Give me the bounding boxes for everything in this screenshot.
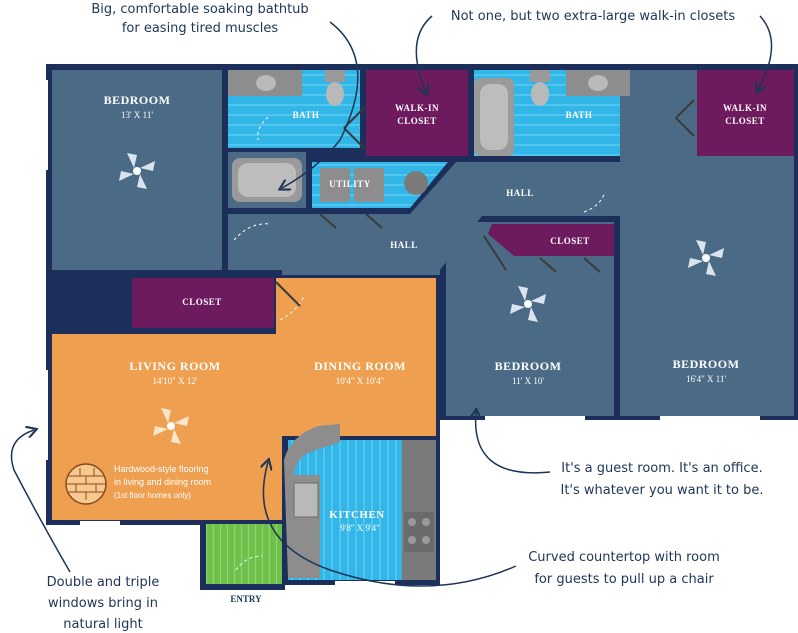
toilet-left-icon [325,70,345,106]
flooring-note-line-1: Hardwood-style flooring [114,464,209,474]
callout-bathtub-line-2: for easing tired muscles [122,21,279,36]
callout-windows-line-3: natural light [63,617,142,632]
hall-area [228,162,636,275]
door-leafs [275,99,695,307]
walkin-closet-right-label-2: CLOSET [725,116,765,126]
door-swings [233,116,605,571]
closet-left-label: CLOSET [182,297,222,307]
callout-closets-line-1: Not one, but two extra-large walk-in clo… [451,9,736,24]
bath-left-label: BATH [293,110,320,120]
flooring-note-line-2: in living and dining room [114,477,211,487]
hardwood-floor-icon [65,463,107,505]
callout-windows-line-2: windows bring in [48,596,158,611]
bathtub-right-icon [474,78,514,156]
washer-dryer-icon [320,168,428,202]
callout-countertop-line-1: Curved countertop with room [528,550,720,565]
stove-icon [404,512,434,552]
callout-guest-line-2: It's whatever you want it to be. [560,483,763,498]
ceiling-fan-icon [510,286,546,322]
kitchen-counter-right [402,440,436,580]
living-room-label: LIVING ROOM [129,359,220,373]
bedroom-right-label: BEDROOM [673,357,740,371]
living-dining-area [52,278,436,520]
ceiling-fan-icon [688,240,724,276]
flooring-note-line-3: (1st floor homes only) [114,491,191,500]
bedroom-mid-dims: 11' X 10' [512,376,544,386]
hall-lower-label: HALL [390,240,418,250]
toilet-right-icon [530,70,550,106]
windows [44,80,760,585]
living-room-dims: 14'10" X 12' [153,376,198,386]
kitchen-curved-countertop [284,424,340,578]
walkin-closet-left-label-1: WALK-IN [395,103,439,113]
closet-mid-area [488,224,614,256]
kitchen-label: KITCHEN [329,509,384,521]
kitchen-dims: 9'8" X 9'4" [340,523,380,533]
walkin-closet-right-label-1: WALK-IN [723,103,767,113]
ceiling-fan-icon [119,153,155,189]
callout-windows-line-1: Double and triple [47,575,160,590]
dining-room-dims: 10'4" X 10'4" [336,376,385,386]
walkin-closet-left-label-2: CLOSET [397,116,437,126]
sink-left-icon [228,70,302,96]
bedroom-mid-label: BEDROOM [495,359,562,373]
callout-countertop-line-2: for guests to pull up a chair [534,572,714,587]
bedroom-left-label: BEDROOM [104,93,171,107]
closet-mid-label: CLOSET [550,236,590,246]
ceiling-fan-icon [153,408,189,444]
closet-left-area [132,278,274,328]
callout-guest-line-1: It's a guest room. It's an office. [561,461,762,476]
walkin-closet-left-area [366,70,468,156]
callout-arrows [10,15,773,587]
entry-label: ENTRY [230,594,262,604]
callout-bathtub-line-1: Big, comfortable soaking bathtub [91,2,308,17]
kitchen-sink [293,482,319,518]
walkin-closet-right-area [697,70,794,156]
entry-area [206,524,282,584]
utility-label: UTILITY [329,179,371,189]
sink-right-icon [566,70,630,96]
hall-upper-label: HALL [506,188,534,198]
bedroom-left-dims: 13' X 11' [121,110,153,120]
bath-right-label: BATH [566,110,593,120]
dining-room-label: DINING ROOM [314,359,406,373]
bedroom-right-dims: 16'4" X 11' [686,374,726,384]
bathtub-left-icon [232,158,302,202]
